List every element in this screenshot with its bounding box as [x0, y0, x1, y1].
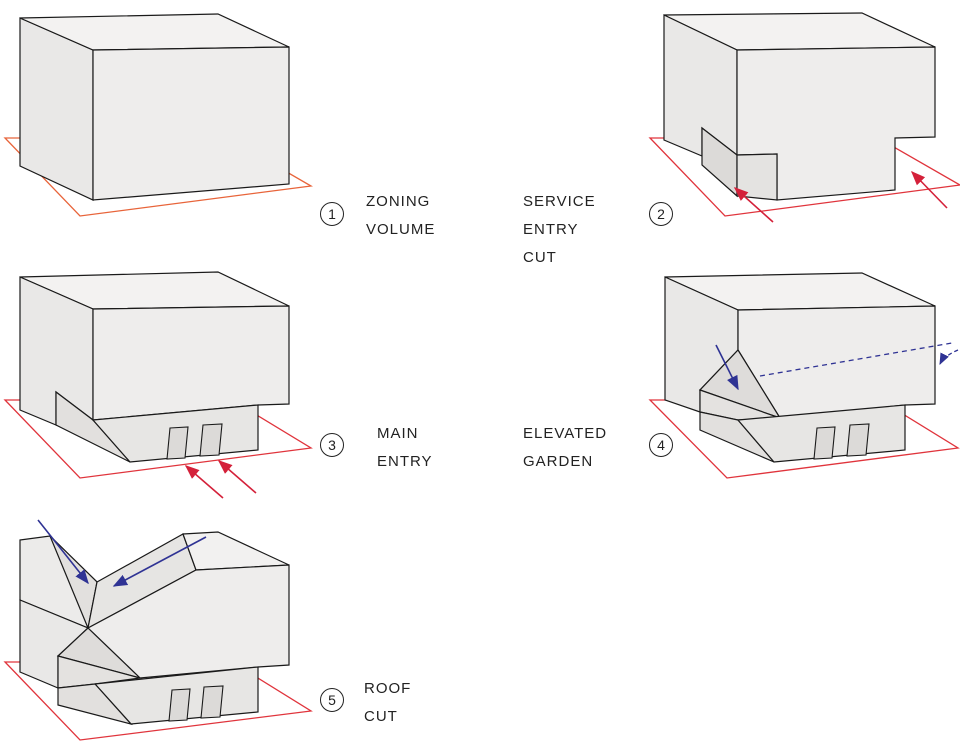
- stage-number-badge: 1: [320, 202, 344, 226]
- stage-label-line: ROOF: [364, 680, 412, 697]
- entry-door: [846, 423, 870, 457]
- entry-door: [199, 423, 223, 457]
- roof-cut-arrow: [112, 536, 207, 587]
- stage-label-line: CUT: [364, 708, 398, 725]
- stage-number-badge: 2: [649, 202, 673, 226]
- stage-1-drawing: [3, 13, 313, 217]
- stage-label: ZONING VOLUME: [366, 188, 435, 244]
- stage-label-line: ZONING: [366, 193, 431, 210]
- stage-5-drawing: [3, 519, 313, 741]
- stage-label-line: ENTRY: [523, 221, 579, 238]
- stage-label: SERVICE ENTRY CUT: [523, 188, 596, 272]
- stage-label-line: SERVICE: [523, 193, 596, 210]
- garden-view-arrow: [939, 349, 959, 366]
- main-entry-arrow: [217, 460, 257, 494]
- block-front-face: [92, 305, 290, 421]
- entry-door: [200, 685, 224, 719]
- entry-door: [168, 688, 191, 722]
- wedge-side-face: [57, 683, 133, 726]
- notch-side-face: [736, 153, 778, 201]
- stage-number-badge: 5: [320, 688, 344, 712]
- service-entry-arrow: [910, 170, 948, 209]
- stage-number-badge: 4: [649, 433, 673, 457]
- block-front-face: [92, 46, 290, 201]
- entry-door: [166, 426, 189, 460]
- stage-label: MAIN ENTRY: [377, 420, 433, 476]
- stage-4-drawing: [648, 272, 960, 479]
- stage-label: ROOF CUT: [364, 675, 411, 731]
- service-entry-arrow: [733, 187, 774, 223]
- roof-top-face: [182, 531, 290, 571]
- entry-door: [813, 426, 836, 460]
- main-entry-arrow: [184, 465, 224, 499]
- stage-3-drawing: [3, 271, 313, 499]
- stage-label-line: CUT: [523, 249, 557, 266]
- stage-label-line: VOLUME: [366, 221, 436, 238]
- stage-number-badge: 3: [320, 433, 344, 457]
- garden-view-dashed-line: [759, 342, 953, 377]
- stage-label-line: ELEVATED: [523, 425, 608, 442]
- garden-access-arrow: [715, 344, 739, 391]
- stage-label-line: GARDEN: [523, 453, 594, 470]
- roof-cut-arrow: [37, 519, 89, 585]
- stage-2-drawing: [648, 12, 960, 223]
- stage-label-line: ENTRY: [377, 453, 433, 470]
- stage-label: ELEVATED GARDEN: [523, 420, 607, 476]
- stage-label-line: MAIN: [377, 425, 419, 442]
